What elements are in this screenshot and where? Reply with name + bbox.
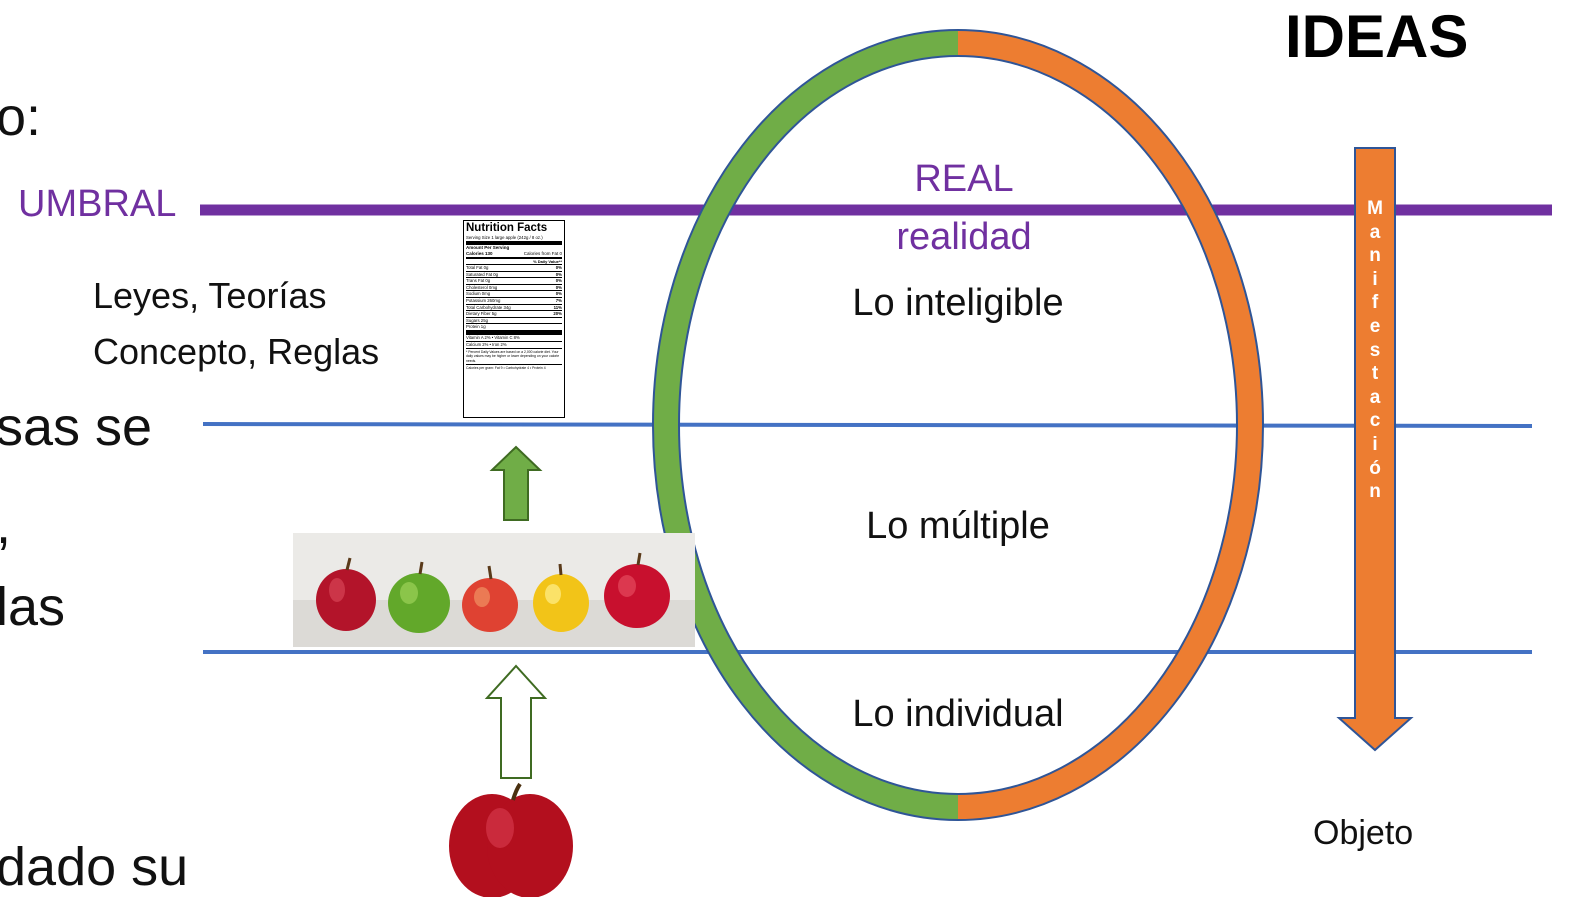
manifestation-letter: i bbox=[1372, 268, 1378, 290]
nutrition-dv-header: % Daily Value** bbox=[466, 259, 562, 265]
nutrition-row: Total Carbohydrate 34g 11% bbox=[466, 305, 562, 312]
object-label: Objeto bbox=[1313, 814, 1414, 852]
nutrition-row-name: Sodium 0mg bbox=[466, 291, 491, 297]
nutrition-footnote: * Percent Daily Values are based on a 2,… bbox=[466, 349, 562, 366]
manifestation-letter: s bbox=[1369, 339, 1381, 361]
apple-single bbox=[449, 782, 573, 897]
nutrition-amount: Amount Per Serving bbox=[466, 245, 510, 250]
nutrition-row: Protein 1g bbox=[466, 324, 562, 331]
nutrition-row-name: Total Carbohydrate 34g bbox=[466, 304, 511, 310]
nutrition-row: Dietary Fiber 5g 20% bbox=[466, 311, 562, 318]
manifestation-letter: a bbox=[1369, 221, 1381, 243]
manifestation-letter: c bbox=[1369, 410, 1381, 432]
nutrition-row-name: Sugars 25g bbox=[466, 317, 488, 323]
left-fragment-5: dado su bbox=[0, 837, 189, 897]
laws-line-1: Leyes, Teorías bbox=[93, 275, 327, 316]
nutrition-row-dv: 0% bbox=[555, 291, 562, 297]
left-fragment-1: o: bbox=[0, 87, 42, 147]
nutrition-calories: Calories 130 bbox=[466, 251, 493, 256]
manifestation-label: M a n i f e s t a c i ó n bbox=[1353, 197, 1397, 757]
nutrition-row-dv: 0% bbox=[555, 265, 562, 270]
left-fragment-4: las bbox=[0, 577, 66, 637]
threshold-label: UMBRAL bbox=[18, 183, 177, 225]
label-real: REAL bbox=[914, 158, 1014, 200]
nutrition-row-name: Protein 1g bbox=[466, 324, 486, 330]
label-realidad: realidad bbox=[896, 216, 1032, 258]
nutrition-row-name: Potassium 260mg bbox=[466, 297, 501, 303]
nutrition-row-name: Trans Fat 0g bbox=[466, 278, 491, 284]
nutrition-row-dv: 0% bbox=[555, 278, 562, 284]
nutrition-row-dv: 20% bbox=[553, 311, 562, 317]
nutrition-row: Total Fat 0g 0% bbox=[466, 265, 562, 272]
nutrition-title: Nutrition Facts bbox=[466, 222, 548, 234]
label-individual: Lo individual bbox=[852, 693, 1064, 735]
level-line-upper bbox=[202, 422, 1533, 428]
nutrition-row-name: Total Fat 0g bbox=[466, 265, 489, 270]
manifestation-arrow bbox=[1336, 147, 1414, 752]
nutrition-calories-fat: Calories from Fat 0 bbox=[523, 251, 562, 256]
label-multiple: Lo múltiple bbox=[866, 505, 1050, 547]
apple-pink bbox=[462, 565, 518, 632]
page-title: IDEAS bbox=[1285, 3, 1469, 70]
ring-left-green bbox=[652, 29, 959, 821]
apple-red-2 bbox=[604, 552, 670, 628]
nutrition-serving: Serving Size 1 large apple (242g / 8 oz.… bbox=[466, 235, 562, 245]
nutrition-row: Sugars 25g bbox=[466, 318, 562, 325]
manifestation-letter: f bbox=[1371, 292, 1379, 314]
manifestation-letter: ó bbox=[1369, 457, 1381, 479]
up-arrow-hollow bbox=[484, 664, 548, 779]
apple-yellow bbox=[533, 563, 589, 632]
nutrition-row: Sodium 0mg 0% bbox=[466, 291, 562, 298]
label-inteligible: Lo inteligible bbox=[852, 282, 1064, 324]
nutrition-row-dv: 7% bbox=[555, 297, 562, 303]
ring-right-orange bbox=[957, 29, 1264, 821]
nutrition-row-name: Cholesterol 0mg bbox=[466, 284, 498, 290]
left-fragment-2: sas se bbox=[0, 397, 153, 457]
nutrition-facts-label: Nutrition Facts Serving Size 1 large app… bbox=[463, 220, 565, 418]
manifestation-letter: a bbox=[1369, 386, 1381, 408]
nutrition-row: Potassium 260mg 7% bbox=[466, 298, 562, 305]
nutrition-row: Saturated Fat 0g 0% bbox=[466, 272, 562, 279]
nutrition-row: Cholesterol 0mg 0% bbox=[466, 285, 562, 292]
nutrition-row-dv: 0% bbox=[555, 271, 562, 277]
nutrition-row: Trans Fat 0g 0% bbox=[466, 278, 562, 285]
nutrition-vitamin-2: Calcium 2% • Iron 2% bbox=[466, 342, 562, 349]
manifestation-letter: t bbox=[1371, 363, 1379, 385]
nutrition-vitamin-1: Vitamin A 2% • Vitamin C 8% bbox=[466, 335, 562, 342]
left-fragment-3: , bbox=[0, 494, 11, 556]
nutrition-calories-per-gram: Calories per gram: Fat 9 • Carbohydrate … bbox=[466, 366, 546, 371]
apple-green bbox=[388, 561, 450, 633]
ring-outer-edge bbox=[652, 29, 1264, 821]
nutrition-row-dv: 11% bbox=[553, 304, 562, 310]
apple-red-1 bbox=[316, 557, 376, 631]
nutrition-row-dv: 0% bbox=[555, 284, 562, 290]
manifestation-letter: e bbox=[1369, 315, 1381, 337]
manifestation-letter: i bbox=[1372, 433, 1378, 455]
nutrition-row-name: Saturated Fat 0g bbox=[466, 271, 499, 277]
laws-line-2: Concepto, Reglas bbox=[93, 331, 380, 372]
manifestation-letter: M bbox=[1367, 198, 1383, 219]
ring-inner-edge bbox=[678, 55, 1238, 795]
up-arrow-green bbox=[489, 445, 543, 521]
manifestation-letter: n bbox=[1369, 245, 1381, 267]
nutrition-row-name: Dietary Fiber 5g bbox=[466, 311, 497, 317]
manifestation-letter: n bbox=[1369, 481, 1381, 503]
